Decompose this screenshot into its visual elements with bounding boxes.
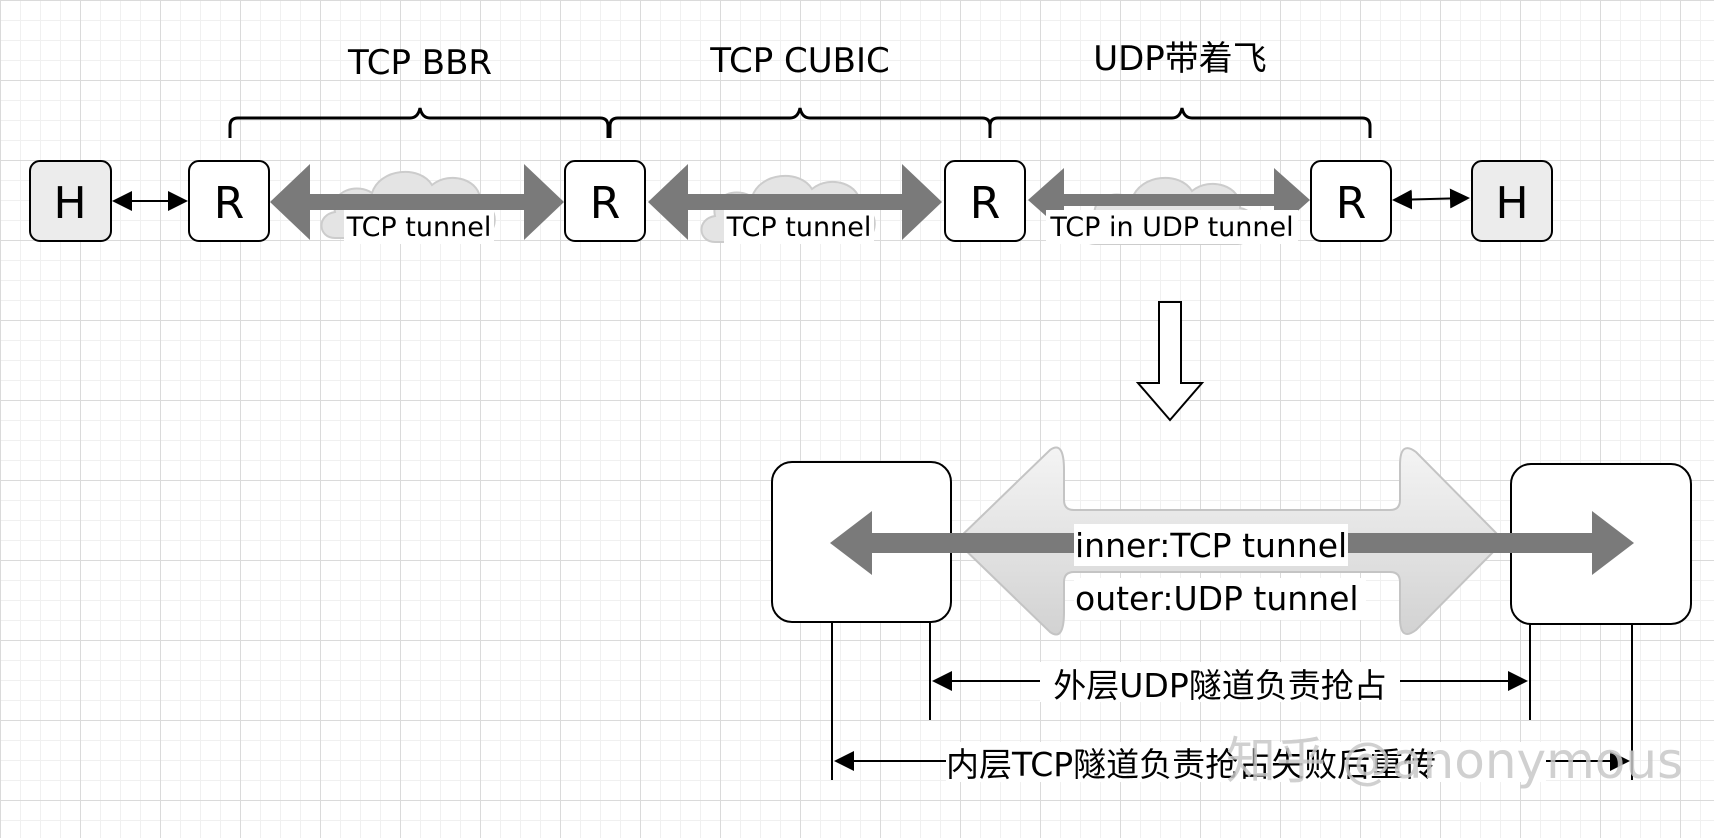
watermark: 知乎 @anonymous	[1226, 732, 1683, 790]
inner-tunnel-label: inner:TCP tunnel	[1075, 526, 1347, 565]
outer-tunnel-label: outer:UDP tunnel	[1075, 579, 1359, 618]
tunnel-label-2: TCP tunnel	[726, 212, 872, 243]
tunnel-arrow-1	[270, 164, 564, 240]
tunnel-arrow-3	[1028, 168, 1310, 232]
segment-2-protocol-label: TCP CUBIC	[709, 41, 890, 81]
host-node-left-label: H	[53, 178, 86, 229]
host-node-right-label: H	[1495, 178, 1528, 229]
brace-segment-3	[988, 107, 1372, 138]
router-node-3: R	[944, 160, 1026, 242]
router-node-2: R	[564, 160, 646, 242]
tunnel-label-1: TCP tunnel	[346, 212, 492, 243]
brace-segment-1	[228, 107, 610, 138]
host-link-right	[1392, 188, 1470, 210]
router-node-3-label: R	[970, 178, 1001, 229]
down-arrow-icon	[1135, 301, 1205, 422]
router-node-1-label: R	[214, 178, 245, 229]
segment-3-protocol-label: UDP带着飞	[1093, 39, 1267, 79]
host-node-right: H	[1471, 160, 1553, 242]
tunnel-arrow-2	[648, 164, 942, 240]
brace-segment-2	[608, 107, 992, 138]
tunnel-label-3: TCP in UDP tunnel	[1049, 212, 1293, 243]
outer-role-note: 外层UDP隧道负责抢占	[1053, 666, 1386, 705]
router-node-4-label: R	[1336, 178, 1367, 229]
segment-1-protocol-label: TCP BBR	[347, 43, 492, 83]
host-node-left: H	[29, 160, 112, 242]
router-node-2-label: R	[590, 178, 621, 229]
router-node-4: R	[1310, 160, 1392, 242]
router-node-1: R	[188, 160, 270, 242]
inner-role-note: 内层TCP隧道负责抢占失败后重传	[946, 745, 1436, 784]
